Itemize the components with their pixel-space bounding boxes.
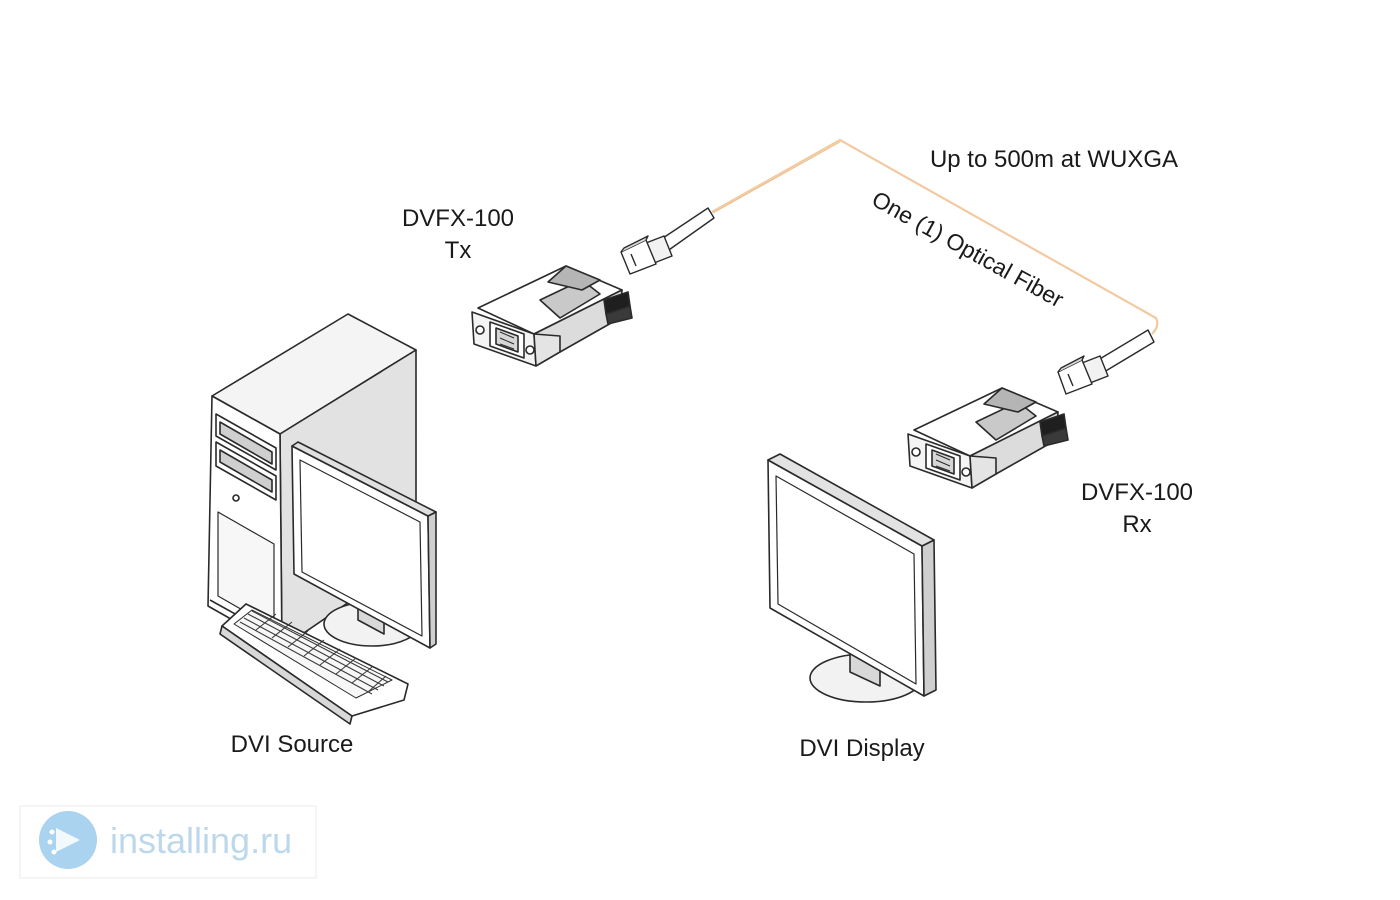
optical-fiber-cable (711, 138, 1159, 335)
display-label: DVI Display (799, 735, 924, 762)
watermark: installing.ru (19, 805, 317, 879)
watermark-text: installing.ru (110, 820, 292, 861)
fiber-line (711, 138, 1159, 335)
source-label: DVI Source (231, 731, 354, 758)
fiber-label: One (1) Optical Fiber (868, 186, 1069, 313)
tx-model-label: DVFX-100 (402, 205, 514, 232)
display-monitor-icon (767, 453, 937, 703)
tx-fiber-connector-icon (620, 207, 715, 275)
source-monitor-icon (291, 441, 437, 649)
dvfx-100-tx-module-icon (471, 265, 633, 367)
rx-fiber-connector-icon (1057, 329, 1155, 395)
rx-role-label: Rx (1122, 511, 1151, 538)
dvfx-100-rx-module-icon (907, 387, 1069, 489)
rx-model-label: DVFX-100 (1081, 479, 1193, 506)
installing-logo-icon (39, 811, 97, 869)
watermark-frame (19, 805, 317, 879)
distance-label: Up to 500m at WUXGA (930, 146, 1178, 173)
tx-role-label: Tx (445, 237, 472, 264)
keyboard-icon (219, 603, 409, 725)
